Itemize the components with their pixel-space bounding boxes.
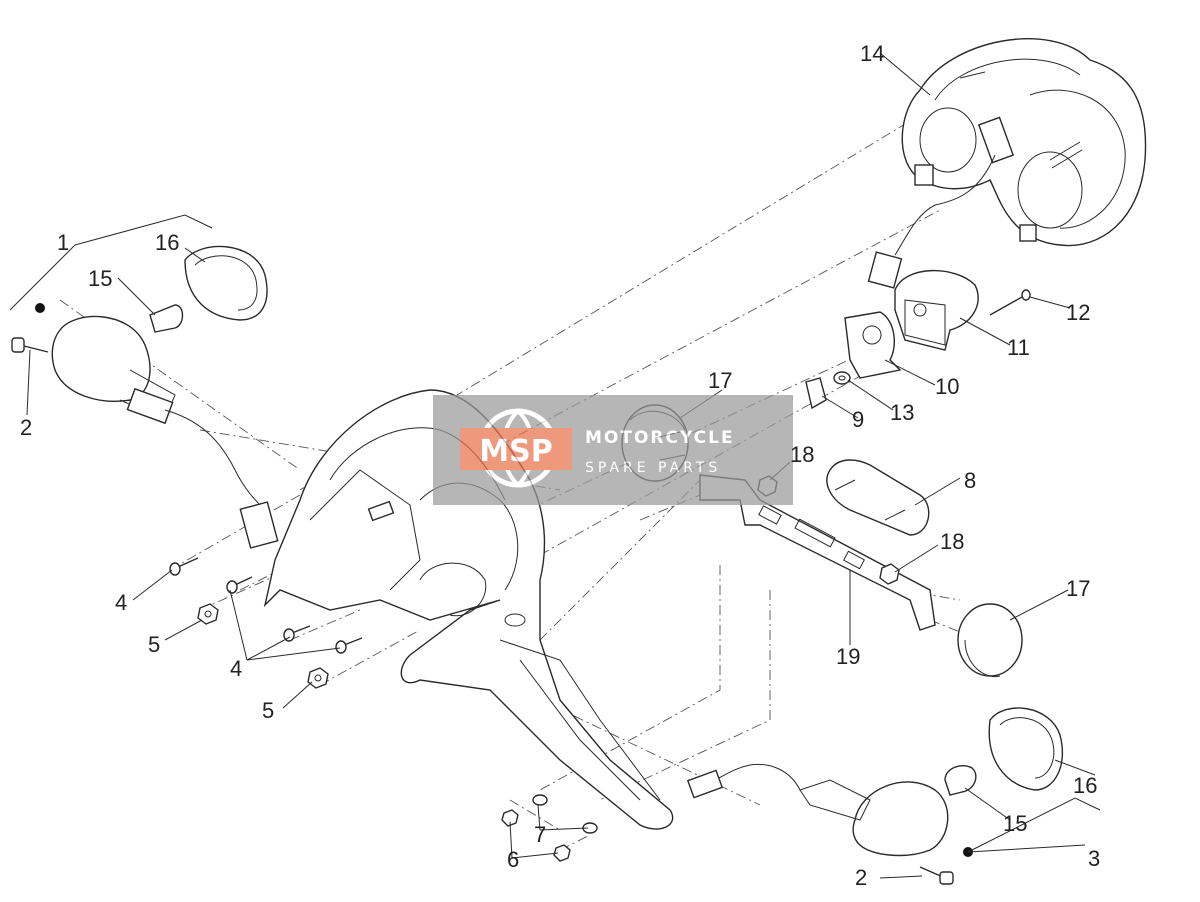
callout-6: 6	[507, 847, 519, 872]
reflector-17-right	[957, 603, 1023, 678]
reflector-plate-8	[826, 459, 930, 536]
callout-13: 13	[890, 400, 914, 425]
screw-4a	[169, 557, 199, 576]
callout-7: 7	[534, 822, 546, 847]
nut-6a	[501, 809, 519, 827]
callout-16-right: 16	[1073, 773, 1097, 798]
callout-18-bottom: 18	[940, 529, 964, 554]
clip-9	[805, 377, 827, 410]
watermark-line2: SPARE PARTS	[585, 460, 721, 476]
washer-7a	[532, 794, 548, 806]
bracket-10	[844, 311, 902, 379]
screw-2-left	[11, 337, 49, 353]
leader-lines	[9, 52, 1101, 879]
lens-16-right	[988, 707, 1064, 791]
instrument-cluster	[867, 38, 1147, 289]
callout-5b: 5	[262, 698, 274, 723]
callout-1: 1	[57, 230, 69, 255]
screw-12	[989, 289, 1031, 316]
callout-8: 8	[964, 468, 976, 493]
callout-15-left: 15	[88, 266, 112, 291]
screw-4d	[335, 637, 363, 654]
bulb-15-right	[944, 764, 977, 796]
watermark-line1: MOTORCYCLE	[585, 428, 735, 448]
callout-5a: 5	[148, 632, 160, 657]
watermark-logo-box	[460, 428, 572, 470]
nut-5a	[197, 603, 219, 625]
nut-18b	[879, 563, 900, 585]
callout-labels: 1 2 2 3 4 4 5 5 6 7 8 9 10 11 12 13 14 1…	[20, 41, 1100, 890]
lens-16-left	[184, 245, 268, 321]
callout-2-left: 2	[20, 415, 32, 440]
assembly-dot-left	[35, 303, 45, 313]
screw-4c	[283, 625, 311, 642]
callout-10: 10	[935, 374, 959, 399]
screw-2-right	[919, 866, 954, 885]
callout-14: 14	[860, 41, 884, 66]
turn-indicator-left	[51, 315, 279, 549]
nut-5b	[307, 667, 329, 689]
callout-4b: 4	[230, 656, 242, 681]
callout-15-right: 15	[1003, 811, 1027, 836]
callout-18-top: 18	[790, 442, 814, 467]
washer-13	[833, 371, 851, 385]
turn-indicator-right	[686, 763, 949, 857]
bulb-15-left	[149, 304, 184, 333]
callout-19: 19	[836, 644, 860, 669]
license-plate-light	[894, 269, 979, 351]
callout-2-right: 2	[855, 865, 867, 890]
watermark: MSP MOTORCYCLE SPARE PARTS	[433, 395, 793, 505]
callout-12: 12	[1066, 300, 1090, 325]
callout-3: 3	[1088, 846, 1100, 871]
nut-6b	[553, 844, 571, 862]
callout-4a: 4	[115, 590, 127, 615]
watermark-logo-text: MSP	[479, 434, 552, 469]
callout-16-left: 16	[155, 230, 179, 255]
callout-9: 9	[852, 407, 864, 432]
callout-11: 11	[1007, 335, 1030, 360]
screw-4b	[226, 576, 253, 594]
callout-17-right: 17	[1066, 576, 1090, 601]
callout-17-left: 17	[708, 368, 732, 393]
